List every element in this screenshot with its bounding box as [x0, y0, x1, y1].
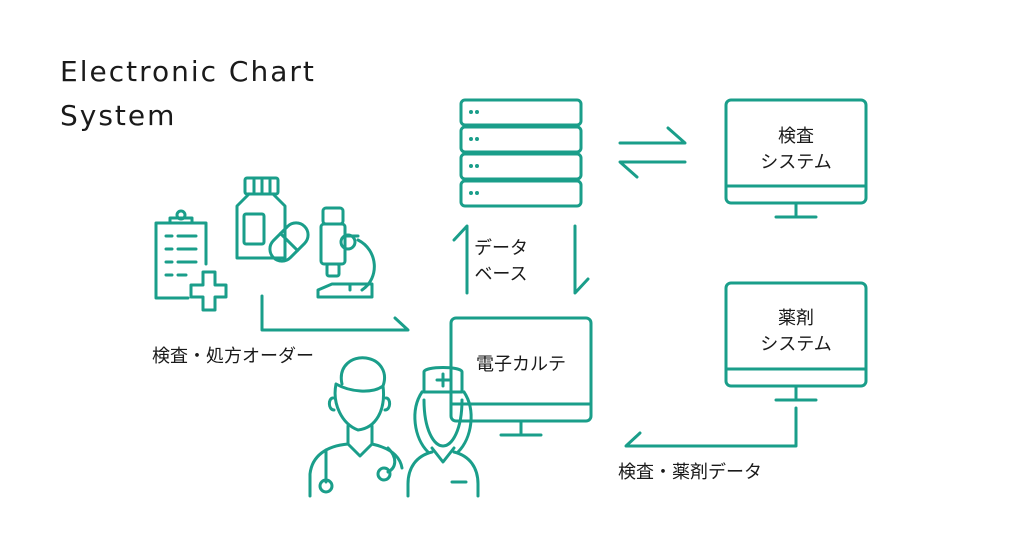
- exchange-arrows-icon: [618, 126, 687, 179]
- pharmacy-data-arrow-icon: [624, 406, 798, 448]
- pharmacy-system-label-line-2: システム: [760, 334, 832, 355]
- lab-system-monitor-icon: [724, 98, 868, 219]
- sync-arrows-icon: [452, 224, 590, 295]
- data-label: 検査・薬剤データ: [618, 462, 762, 483]
- title-line-2: System: [60, 99, 177, 132]
- diagram-title: Electronic Chart System: [60, 50, 316, 138]
- database-server-icon: [459, 98, 583, 208]
- emr-monitor-icon: [449, 316, 593, 437]
- emr-label: 電子カルテ: [476, 354, 566, 375]
- database-label-line-2: ベース: [474, 264, 528, 285]
- nurse-icon: [406, 366, 480, 498]
- lab-system-label-line-1: 検査: [778, 126, 814, 147]
- pharmacy-system-monitor-icon: [724, 281, 868, 402]
- capsule-icon: [268, 221, 310, 263]
- database-label-line-1: データ: [474, 238, 528, 259]
- title-line-1: Electronic Chart: [60, 55, 316, 88]
- pharmacy-system-label: 薬剤 システム: [746, 306, 846, 358]
- lab-system-label-line-2: システム: [760, 152, 832, 173]
- database-label: データ ベース: [474, 236, 528, 288]
- doctor-icon: [308, 356, 404, 498]
- medicine-bottle-icon: [235, 176, 287, 260]
- pharmacy-system-label-line-1: 薬剤: [778, 308, 814, 329]
- order-label: 検査・処方オーダー: [152, 346, 314, 367]
- microscope-icon: [316, 206, 376, 299]
- lab-system-label: 検査 システム: [746, 124, 846, 176]
- order-flow-arrow-icon: [260, 294, 410, 332]
- clipboard-medical-icon: [154, 209, 228, 312]
